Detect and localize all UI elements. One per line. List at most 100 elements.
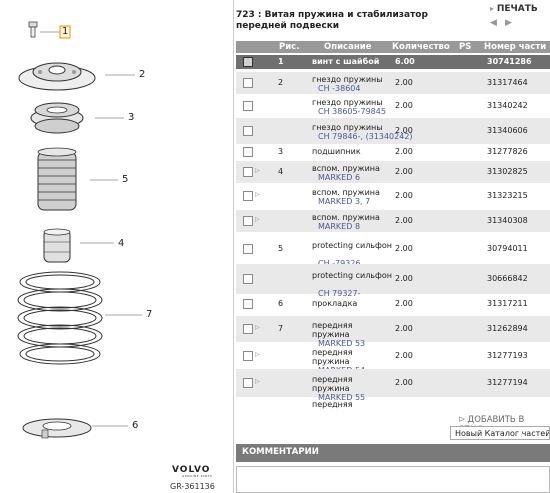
callout-3[interactable]: 3 — [128, 112, 135, 123]
row-part: 31317464 — [487, 78, 528, 87]
row-fig: 5 — [278, 244, 284, 253]
row-desc: protecting сильфон — [312, 241, 392, 250]
row-desc: винт с шайбой — [312, 57, 380, 66]
expand-arrow-icon[interactable]: ▷ — [255, 191, 260, 198]
catalog-select[interactable]: Новый Каталог частей — [450, 426, 550, 440]
next-arrow-icon[interactable]: ▶ — [505, 18, 512, 28]
row-checkbox[interactable] — [243, 351, 253, 361]
expand-arrow-icon[interactable]: ▷ — [255, 167, 260, 174]
row-qty: 2.00 — [395, 378, 413, 387]
row-part: 31262894 — [487, 324, 528, 333]
row-part: 31317211 — [487, 299, 528, 308]
col-fig: Рис. — [279, 42, 300, 52]
row-sub: MARKED 3, 7 — [318, 197, 371, 206]
row-fig: 1 — [278, 57, 284, 66]
exploded-view — [17, 21, 142, 439]
row-checkbox[interactable] — [243, 147, 253, 157]
callout-4[interactable]: 4 — [118, 238, 125, 249]
callout-2[interactable]: 2 — [139, 69, 146, 80]
row-qty: 2.00 — [395, 78, 413, 87]
row-checkbox[interactable] — [243, 274, 253, 284]
expand-arrow-icon[interactable]: ▷ — [255, 324, 260, 331]
row-checkbox[interactable] — [243, 378, 253, 388]
row-part: 31323215 — [487, 191, 528, 200]
row-sub: MARKED 53 — [318, 339, 366, 348]
row-fig: 6 — [278, 299, 284, 308]
row-part: 31277826 — [487, 147, 528, 156]
row-qty: 2.00 — [395, 324, 413, 333]
row-qty: 2.00 — [395, 191, 413, 200]
row-sub: CH -79326 — [318, 259, 360, 268]
row-sub: MARKED 55 — [318, 393, 366, 402]
coil-spring-shape — [17, 271, 103, 365]
comments-input[interactable] — [236, 466, 550, 493]
spring-seat-shape — [18, 62, 96, 91]
row-sub: CH 79846-, (31340242) — [318, 132, 413, 141]
row-sub: MARKED 6 — [318, 173, 361, 182]
row-desc: передняя пружина — [312, 375, 353, 393]
callout-1[interactable]: 1 — [62, 26, 69, 37]
row-checkbox[interactable] — [243, 78, 253, 88]
row-qty: 2.00 — [395, 126, 413, 135]
prev-arrow-icon[interactable]: ◀ — [490, 18, 497, 28]
bellows-shape — [37, 147, 77, 211]
page-title: 723 : Витая пружина и стабилизатор перед… — [236, 10, 428, 31]
callout-7[interactable]: 7 — [146, 309, 153, 320]
row-fig: 3 — [278, 147, 284, 156]
expand-arrow-icon[interactable]: ▷ — [255, 351, 260, 358]
row-checkbox[interactable] — [243, 167, 253, 177]
row-desc: protecting сильфон — [312, 271, 392, 280]
row-desc: гнездо пружины — [312, 123, 383, 132]
row-checkbox[interactable] — [243, 244, 253, 254]
row-checkbox[interactable] — [243, 57, 253, 67]
row-qty: 2.00 — [395, 147, 413, 156]
table-row[interactable]: передняя — [236, 398, 550, 410]
col-qty: Количество — [392, 42, 450, 52]
bolt-icon — [28, 21, 38, 38]
row-part: 31340308 — [487, 216, 528, 225]
expand-arrow-icon[interactable]: ▷ — [255, 378, 260, 385]
row-checkbox[interactable] — [243, 216, 253, 226]
callout-5[interactable]: 5 — [122, 174, 129, 185]
row-desc: передняя пружина — [312, 348, 353, 366]
expand-arrow-icon[interactable]: ▷ — [255, 216, 260, 223]
row-qty: 6.00 — [395, 57, 415, 66]
row-sub: MARKED 8 — [318, 222, 361, 231]
row-checkbox[interactable] — [243, 324, 253, 334]
row-fig: 4 — [278, 167, 284, 176]
row-qty: 2.00 — [395, 167, 413, 176]
print-button[interactable]: ▸ ПЕЧАТЬ — [490, 4, 538, 14]
row-checkbox[interactable] — [243, 101, 253, 111]
row-qty: 2.00 — [395, 299, 413, 308]
row-part: 31340242 — [487, 101, 528, 110]
row-desc: вспом. пружина — [312, 213, 380, 222]
gasket-shape — [22, 418, 92, 439]
add-arrow-icon: ⊳ — [458, 415, 466, 425]
row-checkbox[interactable] — [243, 299, 253, 309]
col-desc: Описание — [324, 42, 372, 52]
row-checkbox[interactable] — [243, 126, 253, 136]
row-desc: вспом. пружина — [312, 188, 380, 197]
row-part: 31277194 — [487, 378, 528, 387]
row-sub: CH -38604 — [318, 84, 361, 93]
row-part: 31340606 — [487, 126, 528, 135]
callout-6[interactable]: 6 — [132, 420, 139, 431]
comments-bar: КОММЕНТАРИИ — [236, 444, 550, 462]
row-fig: 2 — [278, 78, 284, 87]
row-desc: гнездо пружины — [312, 75, 383, 84]
row-checkbox[interactable] — [243, 191, 253, 201]
